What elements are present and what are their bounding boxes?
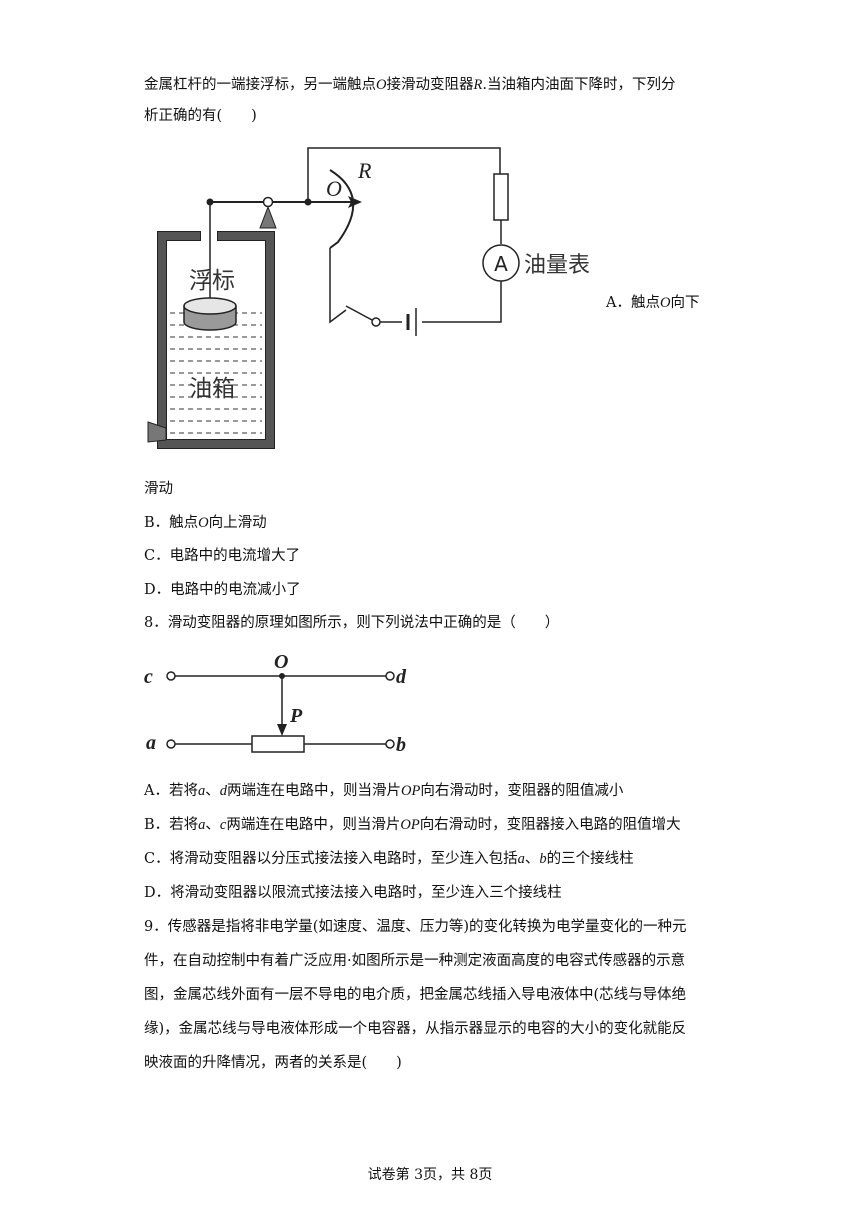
q7-stem-line1: 金属杠杆的一端接浮标，另一端触点O接滑动变阻器R.当油箱内油面下降时，下列分 (144, 76, 675, 94)
q8-option-d: D．将滑动变阻器以限流式接法接入电路时，至少连入三个接线柱 (144, 885, 562, 901)
terminal-d-label: d (396, 666, 407, 688)
page-footer: 试卷第 3页，共 8页 (367, 1167, 493, 1183)
q7-option-a-O: O (659, 295, 671, 311)
q7-option-c: C．电路中的电流增大了 (144, 548, 301, 564)
q8-c-t2: 、 (524, 851, 540, 867)
q9-line2: 件，在自动控制中有着广泛应用·如图所示是一种测定液面高度的电容式传感器的示意 (144, 953, 686, 969)
terminal-c-label: c (144, 666, 153, 688)
q8-b-t2: 、 (205, 817, 220, 833)
rheostat-principle-figure: c d O P a b (144, 651, 407, 756)
q8-a-var-OP: OP (400, 783, 421, 799)
slider-arrow (277, 724, 287, 736)
q8-a-t2: 、 (205, 783, 220, 799)
q8-b-t1: B．若将 (144, 817, 199, 833)
oil-gauge-figure: 浮标 油箱 O R A 油量表 (147, 147, 590, 449)
rheostat-R-label: R (357, 158, 372, 183)
q7-stem-O: O (376, 77, 387, 93)
q8-stem: 8．滑动变阻器的原理如图所示，则下列说法中正确的是（ ） (144, 615, 560, 631)
q7-option-a-text: A．触点 (606, 295, 660, 311)
tank-outline (157, 231, 275, 449)
q8-b-var-OP: OP (400, 817, 420, 833)
ammeter-A-label: A (494, 252, 508, 276)
tank-label: 油箱 (189, 376, 235, 402)
q8-b-var-a: a (198, 817, 206, 833)
q8-option-b: B．若将a、c两端连在电路中，则当滑片OP向右滑动时，变阻器接入电路的阻值增大 (144, 816, 681, 834)
q7-option-b: B．触点O向上滑动 (144, 514, 267, 532)
q8-a-t3: 两端连在电路中，则当滑片 (226, 783, 401, 799)
q8-c-t3: 的三个接线柱 (546, 851, 634, 867)
q8-a-t4: 向右滑动时，变阻器的阻值减小 (420, 783, 624, 799)
q7-option-a-cont: 滑动 (144, 481, 173, 497)
contact-arrow (348, 196, 362, 208)
q8-c-var-b: b (539, 851, 547, 867)
q8-b-t3: 两端连在电路中，则当滑片 (226, 817, 401, 833)
oil-liquid (170, 312, 262, 434)
q7-option-b-text: B．触点 (144, 515, 199, 531)
resistor (493, 173, 509, 221)
q7-option-a: A．触点O向下 (606, 294, 699, 312)
q7-option-b-text-b: 向上滑动 (208, 515, 267, 531)
q9-line3: 图，金属芯线外面有一层不导电的电介质，把金属芯线插入导电液体中(芯线与导体绝 (144, 987, 687, 1003)
q7-stem-R: R (473, 77, 483, 93)
q7-stem-text-b: 接滑动变阻器 (386, 77, 474, 93)
q8-a-var-d: d (219, 783, 227, 799)
q9-line1: 9．传感器是指将非电学量(如速度、温度、压力等)的变化转换为电学量变化的一种元 (144, 919, 687, 935)
q9-line5: 映液面的升降情况，两者的关系是( ) (144, 1055, 402, 1071)
pivot-support (259, 205, 277, 229)
q8-c-var-a: a (517, 851, 525, 867)
tank-outlet (147, 421, 167, 443)
contact-O-label: O (326, 176, 342, 201)
q8-a-t1: A．若将 (144, 783, 198, 799)
q8-option-c: C．将滑动变阻器以分压式接法接入电路时，至少连入包括a、b的三个接线柱 (144, 850, 634, 868)
q7-option-a-text-b: 向下 (670, 295, 700, 311)
q7-stem-text-c: .当油箱内油面下降时，下列分 (482, 77, 676, 93)
q9-line4: 缘)，金属芯线与导电液体形成一个电容器，从指示器显示的电容的大小的变化就能反 (144, 1021, 687, 1037)
switch-blade (345, 305, 373, 321)
slider-O-label: O (274, 651, 288, 673)
q8-b-t4: 向右滑动时，变阻器接入电路的阻值增大 (419, 817, 681, 833)
terminal-b-label: b (396, 734, 406, 756)
q8-a-var-a: a (197, 783, 206, 799)
rheostat-arc (329, 169, 355, 249)
float-label: 浮标 (189, 268, 235, 294)
q7-option-d: D．电路中的电流减小了 (144, 582, 301, 598)
gauge-label: 油量表 (524, 253, 590, 278)
q8-option-a: A．若将a、d两端连在电路中，则当滑片OP向右滑动时，变阻器的阻值减小 (144, 782, 623, 800)
rheostat-resistor (251, 735, 305, 753)
q7-stem-line2: 析正确的有( ) (144, 108, 257, 124)
q7-option-b-O: O (198, 515, 209, 531)
q8-c-t1: C．将滑动变阻器以分压式接法接入电路时，至少连入包括 (144, 851, 518, 867)
q7-stem-text-a: 金属杠杆的一端接浮标，另一端触点 (144, 77, 376, 93)
q8-b-var-c: c (219, 817, 227, 833)
slider-P-label: P (289, 705, 303, 727)
terminal-a-label: a (146, 732, 156, 754)
